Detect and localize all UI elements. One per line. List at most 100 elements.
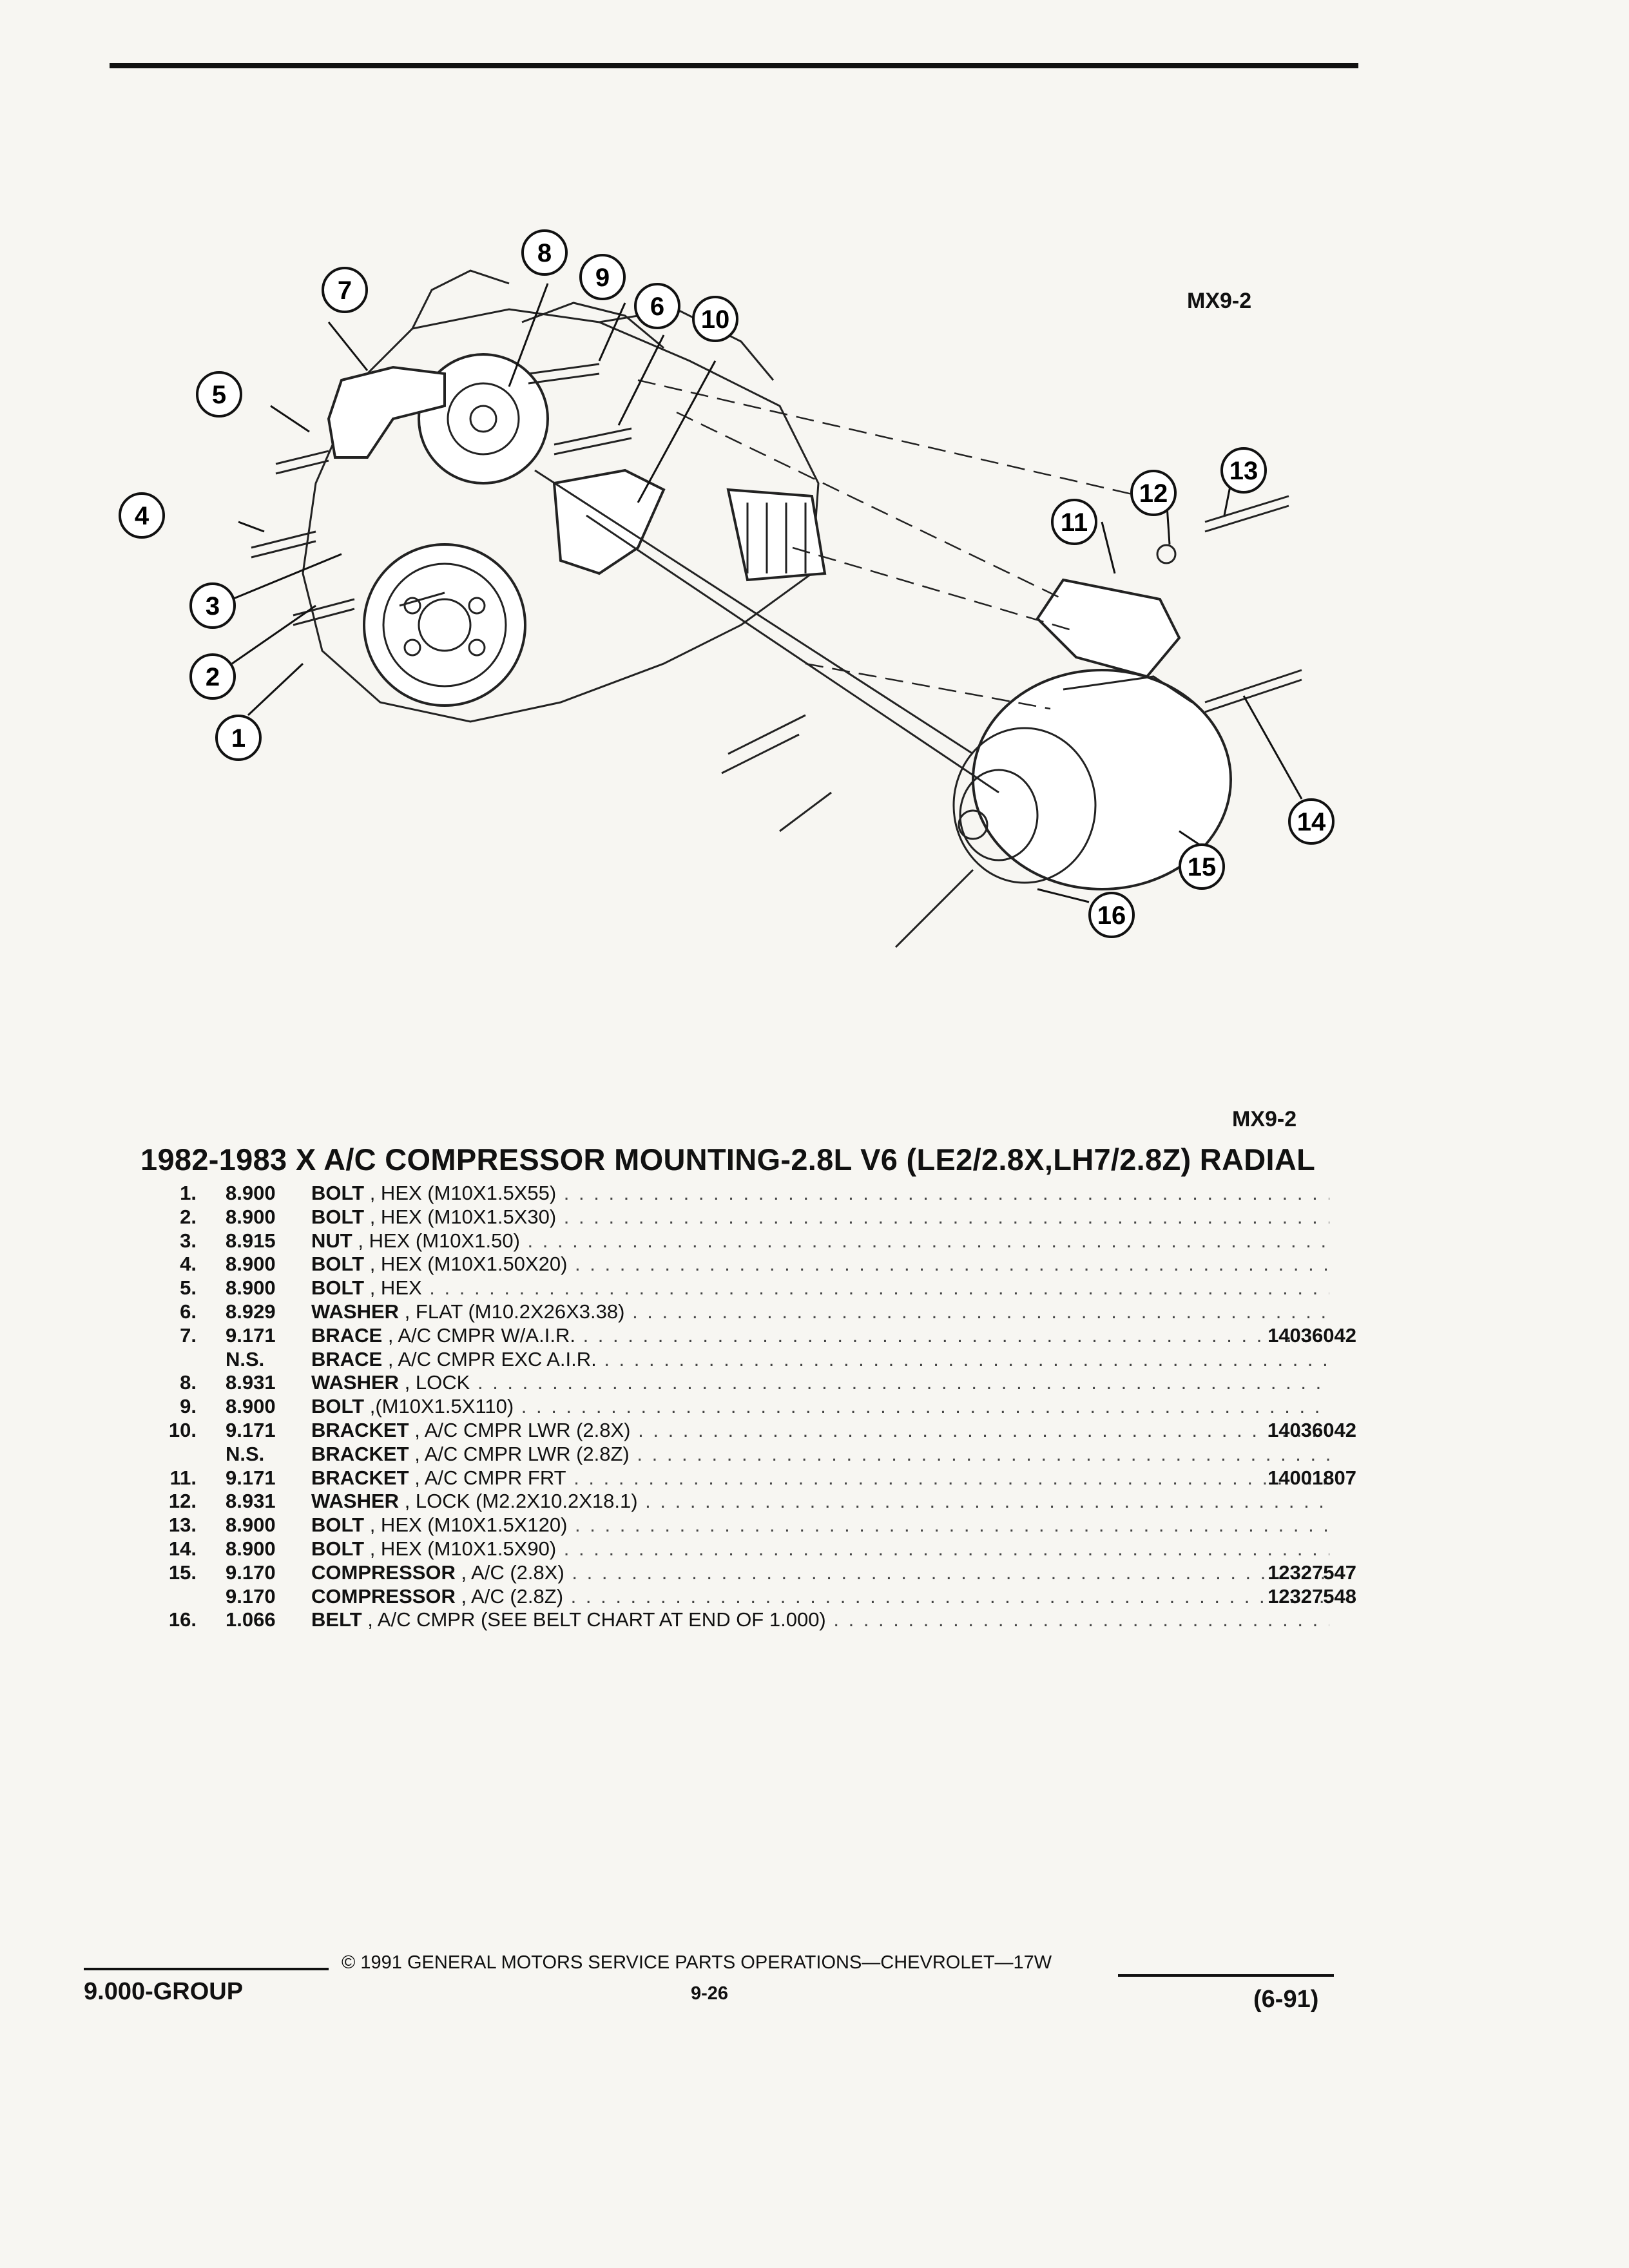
leader-dots: . . . . . . . . . . . . . . . . . . . . … — [563, 1205, 1329, 1228]
part-number: 12. — [168, 1490, 197, 1513]
part-number: 13. — [168, 1514, 197, 1537]
part-name: BOLT — [311, 1514, 365, 1537]
part-catalog-number: 14036042 — [1268, 1418, 1356, 1441]
oil-filter — [726, 488, 827, 582]
footer-copyright: © 1991 GENERAL MOTORS SERVICE PARTS OPER… — [342, 1952, 1052, 1973]
part-description: BRACE , A/C CMPR W/A.I.R. . . . . . . . … — [311, 1324, 1326, 1347]
leader-dots: . . . . . . . . . . . . . . . . . . . . … — [429, 1276, 1329, 1300]
callout-7: 7 — [322, 267, 368, 313]
callout-16: 16 — [1088, 892, 1135, 938]
part-spec: , LOCK (M2.2X10.2X18.1) — [404, 1490, 638, 1513]
part-number: 2. — [180, 1205, 197, 1228]
part-description: COMPRESSOR , A/C (2.8X) . . . . . . . . … — [311, 1561, 1326, 1584]
svg-text:16: 16 — [1097, 901, 1126, 930]
leader-dots: . . . . . . . . . . . . . . . . . . . . … — [604, 1347, 1329, 1370]
leader-dots: . . . . . . . . . . . . . . . . . . . . … — [833, 1608, 1329, 1631]
part-group: 8.931 — [226, 1371, 276, 1394]
part-name: BOLT — [311, 1182, 365, 1204]
part-number: 8. — [180, 1371, 197, 1394]
callout-leaders — [231, 283, 1303, 903]
alignment-lines — [637, 379, 1141, 710]
part-description: BRACE , A/C CMPR EXC A.I.R. . . . . . . … — [311, 1348, 1329, 1371]
part-name: WASHER — [311, 1300, 400, 1323]
part-description: BOLT , HEX (M10X1.5X90) . . . . . . . . … — [311, 1537, 1329, 1561]
parts-row: 8. 8.931 WASHER , LOCK . . . . . . . . . .… — [129, 1371, 1360, 1395]
part-name: BOLT — [311, 1205, 365, 1228]
svg-text:13: 13 — [1229, 457, 1258, 485]
part-name: COMPRESSOR — [311, 1584, 456, 1608]
part-name: BRACE — [311, 1347, 383, 1370]
part-group: 9.171 — [226, 1466, 276, 1489]
part-number: 7. — [180, 1323, 197, 1347]
part-description: BOLT , HEX (M10X1.50X20) . . . . . . . .… — [311, 1253, 1329, 1276]
part-description: BRACKET , A/C CMPR FRT . . . . . . . . .… — [311, 1466, 1326, 1490]
part-description: BOLT , HEX (M10X1.5X55) . . . . . . . . … — [311, 1182, 1329, 1205]
part-group: 9.170 — [226, 1584, 276, 1608]
part-spec: , A/C (2.8Z) — [461, 1584, 564, 1608]
front-bracket-part — [1036, 578, 1181, 678]
parts-row: N.S.BRACKET , A/C CMPR LWR (2.8Z) . . . … — [129, 1443, 1360, 1466]
part-description: WASHER , LOCK . . . . . . . . . . . . . … — [311, 1371, 1329, 1394]
part-number: 6. — [180, 1300, 197, 1323]
part-group: 9.171 — [226, 1323, 276, 1347]
callout-11: 11 — [1051, 499, 1097, 545]
part-name: COMPRESSOR — [311, 1561, 456, 1584]
svg-text:8: 8 — [537, 239, 552, 267]
part-spec: , HEX (M10X1.5X90) — [369, 1537, 557, 1560]
part-name: BELT — [311, 1608, 362, 1631]
callout-4: 4 — [119, 492, 165, 539]
part-number: 9. — [180, 1395, 197, 1418]
parts-row: 14. 8.900 BOLT , HEX (M10X1.5X90) . . . . … — [129, 1537, 1360, 1561]
part-description: BELT , A/C CMPR (SEE BELT CHART AT END O… — [311, 1608, 1329, 1631]
part-description: WASHER , FLAT (M10.2X26X3.38) . . . . . … — [311, 1300, 1329, 1323]
exploded-view-diagram: 1 2 3 4 5 6 7 8 9 10 11 12 13 14 15 16 — [119, 229, 1335, 948]
part-name: WASHER — [311, 1490, 400, 1513]
bolts — [251, 363, 1302, 713]
part-spec: , A/C CMPR LWR (2.8Z) — [414, 1442, 630, 1465]
callout-2: 2 — [189, 653, 236, 700]
leader-dots: . . . . . . . . . . . . . . . . . . . . … — [575, 1253, 1329, 1276]
leader-dots: . . . . . . . . . . . . . . . . . . . . … — [527, 1229, 1330, 1252]
top-rule — [110, 63, 1358, 68]
brace-part — [327, 365, 446, 459]
part-spec: ,(M10X1.5X110) — [369, 1395, 514, 1418]
part-number: 16. — [168, 1608, 197, 1631]
part-group: 8.900 — [226, 1253, 276, 1276]
svg-text:15: 15 — [1188, 853, 1217, 881]
part-spec: , LOCK — [404, 1371, 470, 1394]
part-group: N.S. — [226, 1347, 265, 1370]
footer-page-number: 9-26 — [691, 1983, 729, 2004]
parts-row: 7. 9.171 BRACE , A/C CMPR W/A.I.R. . . . .… — [129, 1324, 1360, 1348]
callout-3: 3 — [189, 582, 236, 629]
part-name: BOLT — [311, 1276, 365, 1300]
page-title: 1982-1983 X A/C COMPRESSOR MOUNTING-2.8L… — [140, 1142, 1316, 1177]
part-description: BRACKET , A/C CMPR LWR (2.8Z) . . . . . … — [311, 1443, 1329, 1466]
part-description: BRACKET , A/C CMPR LWR (2.8X) . . . . . … — [311, 1419, 1326, 1442]
footer-rule-left — [84, 1968, 329, 1970]
part-catalog-number: 12327548 — [1268, 1584, 1356, 1608]
callout-8: 8 — [521, 229, 568, 276]
part-description: COMPRESSOR , A/C (2.8Z) . . . . . . . . … — [311, 1585, 1326, 1608]
crank-pulley — [363, 543, 526, 707]
part-spec: , A/C CMPR (SEE BELT CHART AT END OF 1.0… — [367, 1608, 826, 1631]
part-group: 8.931 — [226, 1490, 276, 1513]
svg-text:14: 14 — [1297, 808, 1326, 836]
compressor-part — [952, 669, 1232, 890]
leader-dots: . . . . . . . . . . . . . . . . . . . . … — [632, 1300, 1329, 1323]
part-group: 8.900 — [226, 1537, 276, 1560]
part-number: 14. — [168, 1537, 197, 1560]
part-spec: , A/C (2.8X) — [461, 1561, 564, 1584]
part-spec: , HEX — [369, 1276, 422, 1300]
belt-part — [534, 469, 999, 948]
parts-row: 11. 9.171 BRACKET , A/C CMPR FRT . . . . .… — [129, 1466, 1360, 1490]
part-description: BOLT , HEX . . . . . . . . . . . . . . .… — [311, 1276, 1329, 1300]
part-number: 11. — [169, 1466, 197, 1489]
callout-5: 5 — [196, 371, 242, 418]
